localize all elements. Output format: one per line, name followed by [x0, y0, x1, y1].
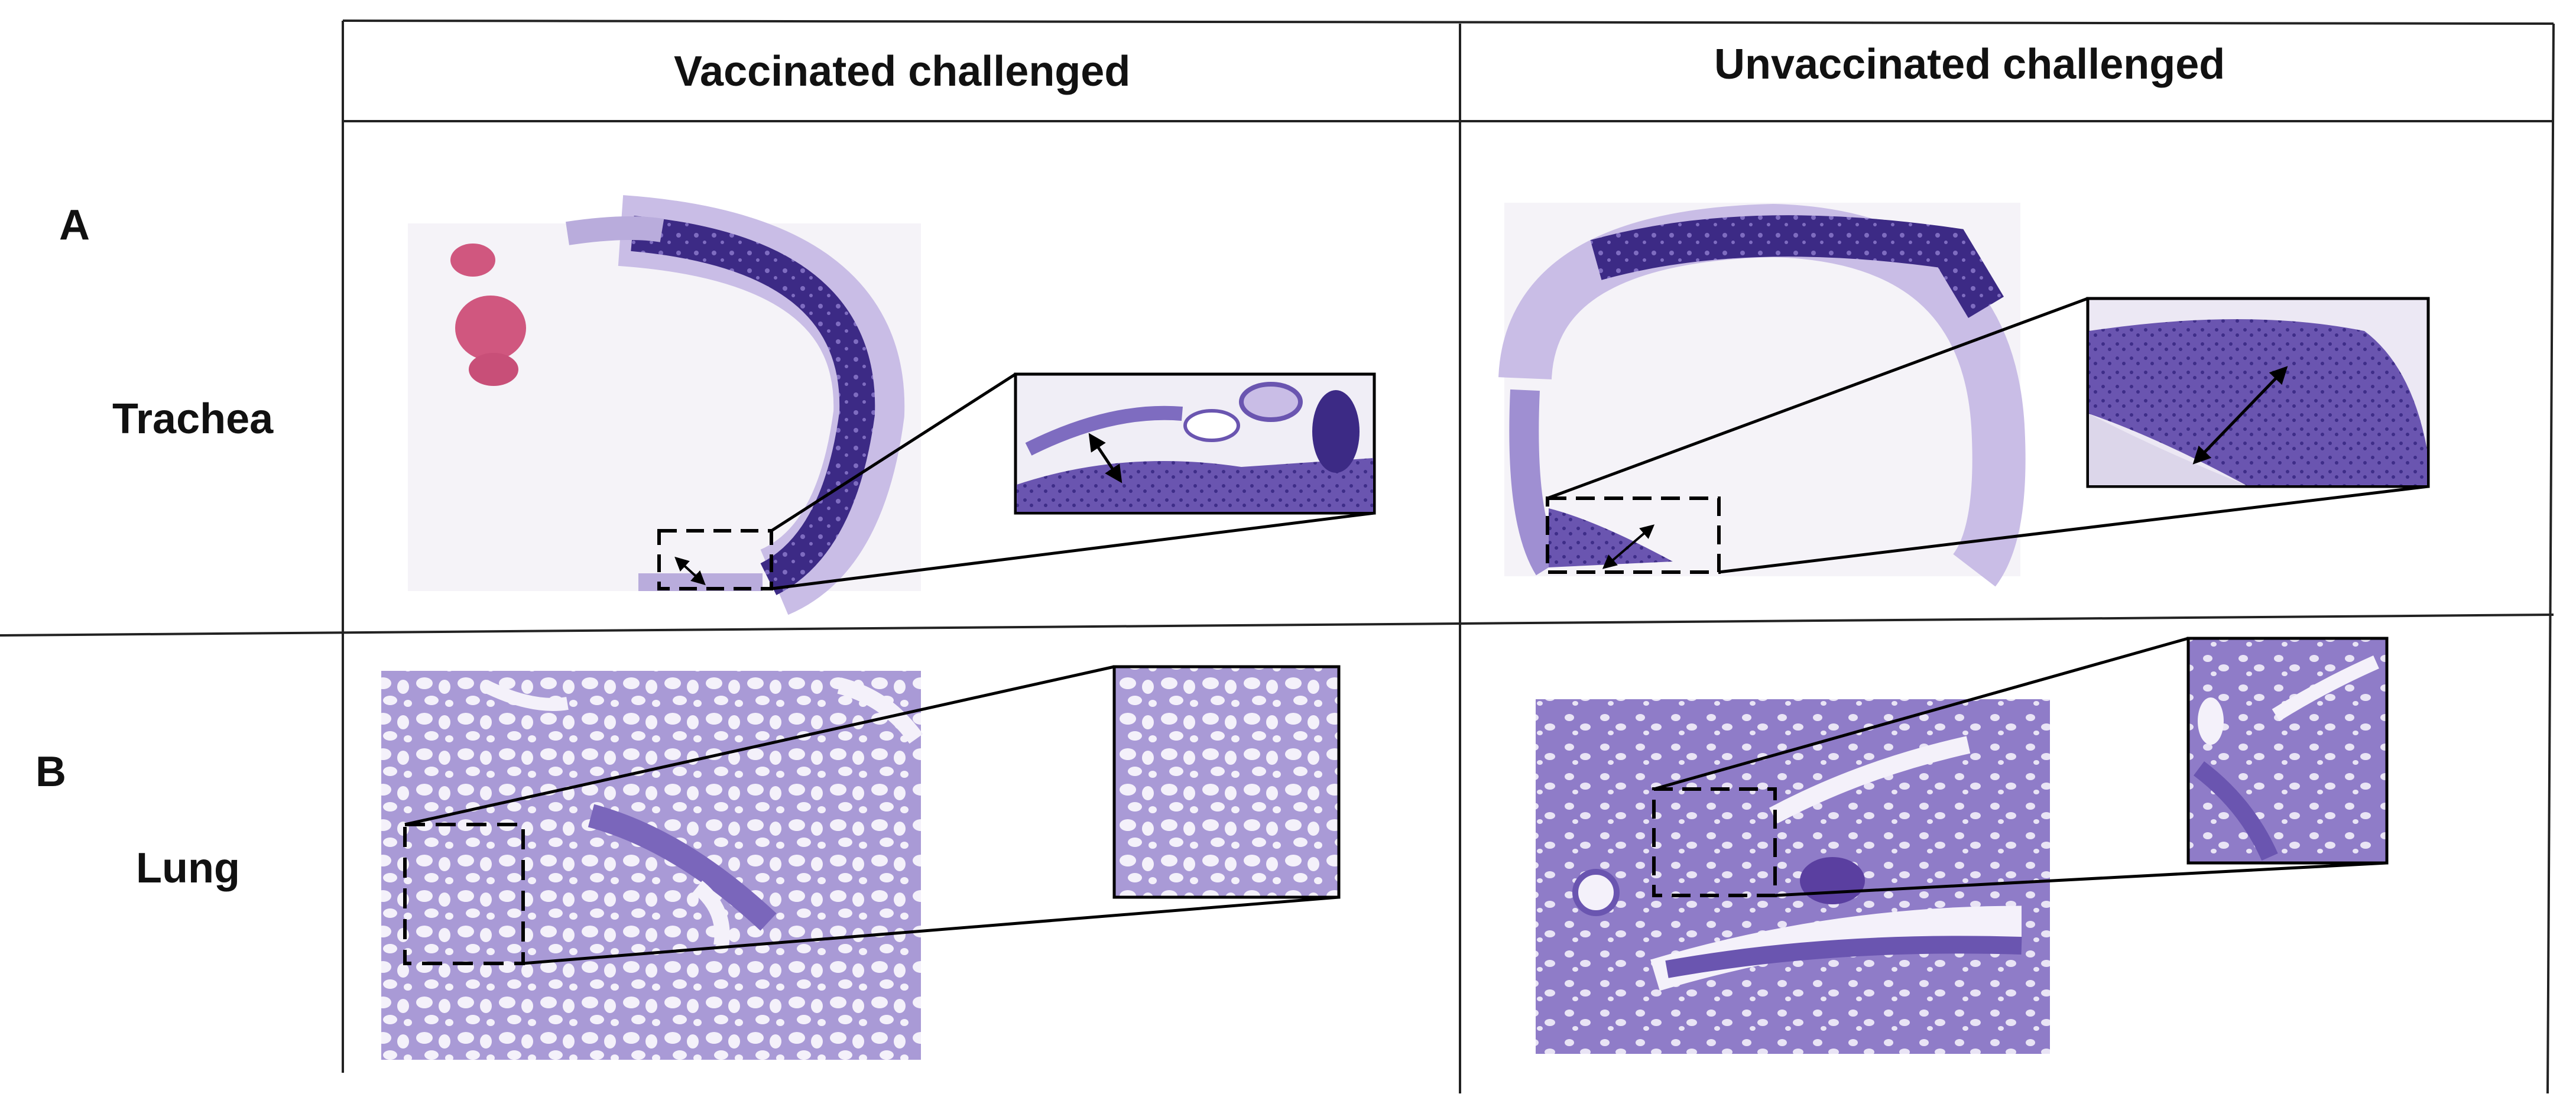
micrograph-vaccinated-lung — [381, 665, 1341, 1060]
table-grid — [0, 20, 2555, 1094]
row-letter-a: A — [59, 202, 90, 249]
row-label-trachea: Trachea — [112, 395, 274, 443]
column-header-vaccinated: Vaccinated challenged — [674, 48, 1131, 95]
micrograph-unvaccinated-lung — [1536, 637, 2389, 1054]
row-letter-b: B — [35, 748, 66, 796]
row-label-lung: Lung — [136, 845, 240, 892]
micrograph-vaccinated-trachea — [408, 195, 1376, 615]
micrograph-unvaccinated-trachea — [1498, 203, 2430, 587]
column-header-unvaccinated: Unvaccinated challenged — [1714, 41, 2225, 88]
